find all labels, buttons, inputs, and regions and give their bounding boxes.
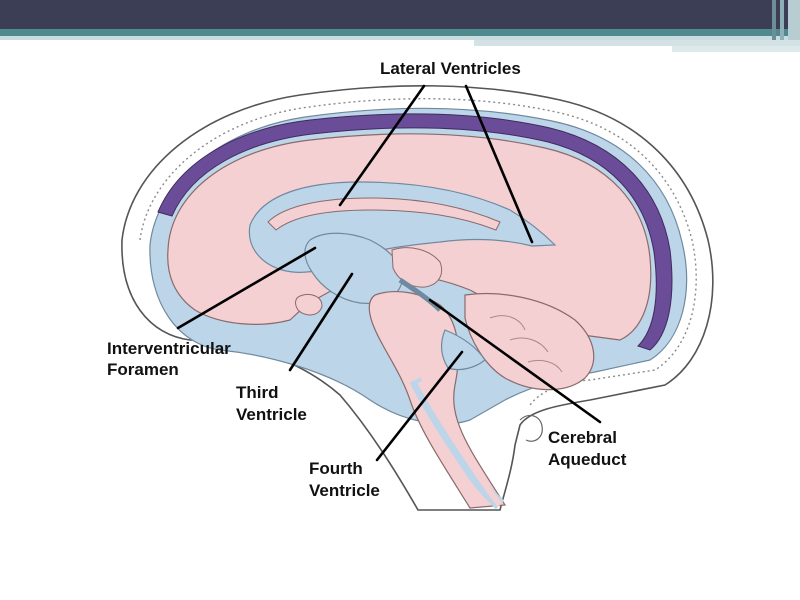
leader-third-ventricle xyxy=(288,272,354,372)
label-cerebral-aqueduct-line1: Cerebral xyxy=(548,428,617,447)
label-fourth-ventricle-line2: Ventricle xyxy=(309,481,380,500)
cerebral-aqueduct-channel xyxy=(398,277,442,312)
brainstem xyxy=(368,290,507,509)
spinal-cord xyxy=(417,380,503,507)
ear xyxy=(519,414,543,442)
header-edge-bar xyxy=(788,0,800,40)
fourth-ventricle xyxy=(441,329,486,371)
leader-cerebral-aqueduct xyxy=(428,298,602,424)
pituitary xyxy=(295,293,323,316)
slide-header-bar xyxy=(0,0,800,29)
sagittal-sinus xyxy=(157,113,673,351)
skull-bone xyxy=(139,98,697,406)
label-third-ventricle-line1: Third xyxy=(236,383,279,402)
cerebellum-folds xyxy=(489,315,563,373)
header-step-band-small xyxy=(672,46,800,52)
label-third-ventricle-line2: Ventricle xyxy=(236,405,307,424)
header-step-band xyxy=(474,40,800,46)
leader-lateral-ventricles-right xyxy=(464,84,534,244)
label-cerebral-aqueduct-line2: Aqueduct xyxy=(548,450,627,469)
leader-interventricular-foramen xyxy=(176,246,317,330)
header-accent-stripe xyxy=(0,29,800,36)
cerebellum xyxy=(464,292,595,391)
label-fourth-ventricle-line1: Fourth xyxy=(309,459,363,478)
label-interventricular-foramen-line1: Interventricular xyxy=(107,339,231,358)
header-edge-bar xyxy=(780,0,784,40)
leader-lateral-ventricles-left xyxy=(338,84,426,207)
label-lateral-ventricles: Lateral Ventricles xyxy=(380,59,521,78)
header-light-stripe xyxy=(0,36,800,40)
header-edge-bar xyxy=(772,0,776,40)
corpus-callosum xyxy=(267,197,501,231)
leader-fourth-ventricle xyxy=(375,350,464,462)
label-interventricular-foramen-line2: Foramen xyxy=(107,360,179,379)
